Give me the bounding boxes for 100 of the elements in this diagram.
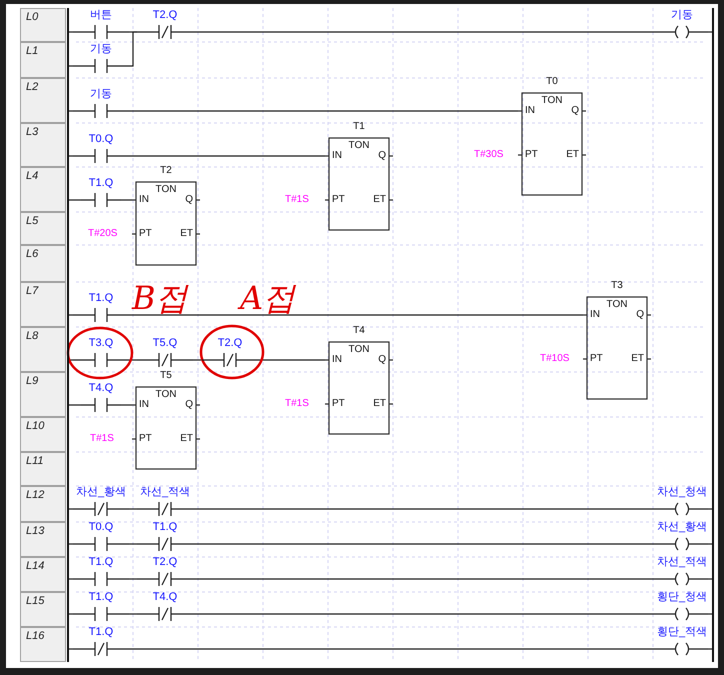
timer-type: TON [606,299,628,311]
contact-label: T1.Q [88,555,114,569]
normally-open-contact [73,291,129,323]
wire [129,508,137,510]
timer-type: TON [540,95,564,107]
normally-closed-contact [137,590,193,622]
output-coil [656,590,708,622]
wire [258,359,325,361]
contact-label: T1.Q [88,291,114,305]
rung-number: L9 [20,372,66,417]
pin-label: IN [139,399,149,411]
wire [129,578,137,580]
output-coil [656,625,708,657]
contact-label: 차선_적색 [138,485,192,499]
timer-name: T4 [352,325,366,337]
wire [193,543,656,545]
contact-label: 횡단_청색 [656,590,708,604]
timer-type: TON [154,184,178,196]
pin-label: ET [180,433,193,445]
pin-label: IN [332,354,342,366]
wire [193,578,656,580]
contact-label: 차선_청색 [656,485,708,499]
preset-time-value: T#30S [474,149,504,161]
pin-label: PT [332,398,345,410]
normally-open-contact [73,42,129,74]
pin-label: ET [631,353,644,365]
normally-open-contact [73,336,129,368]
contact-label: T4.Q [152,590,178,604]
normally-closed-contact [202,336,258,368]
wire [129,543,137,545]
rung-number: L14 [20,557,66,592]
pin-label: PT [139,228,152,240]
wire [129,359,137,361]
timer-type: TON [154,389,178,401]
wire [129,155,325,157]
contact-label: T2.Q [216,336,244,350]
normally-closed-contact [73,625,129,657]
on-delay-timer-block [325,324,393,434]
normally-open-contact [73,8,129,40]
normally-open-contact [73,87,129,119]
contact-label: T2.Q [152,555,178,569]
timer-name: T0 [545,76,559,88]
normally-open-contact [73,520,129,552]
timer-name: T1 [352,121,366,133]
pin-label: Q [185,399,193,411]
preset-time-value: T#1S [285,398,309,410]
on-delay-timer-block [583,279,651,399]
handwritten-note: A접 [240,280,296,316]
timer-name: T2 [159,165,173,177]
rung-number: L5 [20,212,66,245]
wire [193,613,656,615]
timer-name: T5 [159,370,173,382]
pin-label: ET [566,149,579,161]
output-coil [656,520,708,552]
contact-label: T1.Q [88,176,114,190]
pin-label: ET [373,398,386,410]
wire [129,648,656,650]
wire [121,404,132,406]
wire [129,314,583,316]
contact-label: 차선_황색 [656,520,708,534]
normally-open-contact [73,590,129,622]
pin-label: Q [378,150,386,162]
pin-label: Q [378,354,386,366]
pin-label: IN [139,194,149,206]
wire [193,508,656,510]
preset-time-value: T#1S [285,194,309,206]
wire [69,199,81,201]
rung-number: L16 [20,627,66,662]
wire [129,613,137,615]
normally-open-contact [81,381,121,413]
rung-number: L12 [20,486,66,522]
normally-closed-contact [137,520,193,552]
pin-label: ET [373,194,386,206]
contact-label: T0.Q [88,132,114,146]
pin-label: PT [332,194,345,206]
rung-number: L6 [20,245,66,282]
contact-label: T0.Q [88,520,114,534]
contact-label: 기동 [89,42,113,56]
normally-closed-contact [137,336,193,368]
pin-label: PT [590,353,603,365]
contact-label: T1.Q [88,590,114,604]
contact-label: 차선_적색 [656,555,708,569]
pin-label: PT [139,433,152,445]
wire [193,31,656,33]
pin-label: Q [185,194,193,206]
contact-label: 버튼 [89,8,113,22]
rung-number: L0 [20,8,66,42]
preset-time-value: T#1S [90,433,114,445]
pin-label: IN [525,105,535,117]
preset-time-value: T#20S [88,228,118,240]
rung-number: L4 [20,167,66,212]
contact-label: T2.Q [152,8,178,22]
timer-type: TON [348,140,370,152]
wire [193,359,202,361]
wire [129,31,137,67]
normally-open-contact [73,555,129,587]
normally-closed-contact [137,8,193,40]
normally-closed-contact [137,485,193,517]
timer-type: TON [348,344,370,356]
rung-number: L7 [20,282,66,327]
